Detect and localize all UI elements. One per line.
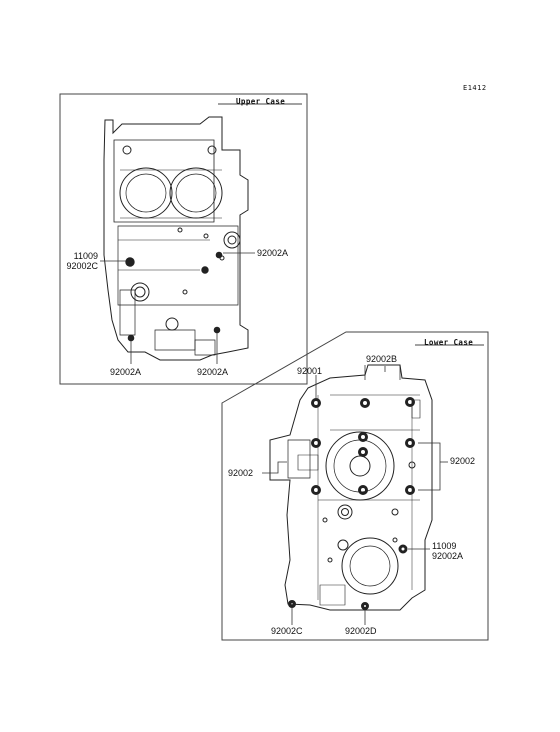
lower-callout-92002-right: 92002 (450, 456, 476, 466)
lower-callout-92002c: 92002C (271, 626, 303, 636)
upper-case-drawing (103, 116, 249, 361)
upper-callout-92002a-right: 92002A (257, 248, 289, 258)
upper-callout-92002c: 92002C (66, 261, 98, 271)
upper-case-title: Upper Case (236, 97, 286, 106)
lower-callout-92002d: 92002D (345, 626, 377, 636)
lower-callout-92002-left: 92002 (228, 468, 254, 478)
lower-case-panel (221, 331, 489, 641)
lower-callout-92001: 92001 (297, 366, 323, 376)
upper-leader-lines (100, 252, 255, 364)
lower-case-title: Lower Case (424, 338, 474, 347)
upper-case-panel (59, 93, 308, 385)
upper-panel-frame (59, 93, 308, 385)
lower-callout-92002b: 92002B (366, 354, 398, 364)
upper-bolt-marks (125, 251, 223, 342)
upper-callout-92002a-bottom-left: 92002A (110, 367, 142, 377)
lower-callout-92002a: 92002A (432, 551, 464, 561)
lower-panel-frame (221, 331, 489, 641)
upper-callout-11009: 11009 (73, 251, 98, 261)
lower-leader-lines (262, 366, 448, 625)
lower-callout-11009: 11009 (432, 541, 457, 551)
lower-bolt-marks (288, 397, 415, 610)
upper-callout-92002a-bottom-right: 92002A (197, 367, 229, 377)
diagram-code: E1412 (463, 84, 487, 92)
